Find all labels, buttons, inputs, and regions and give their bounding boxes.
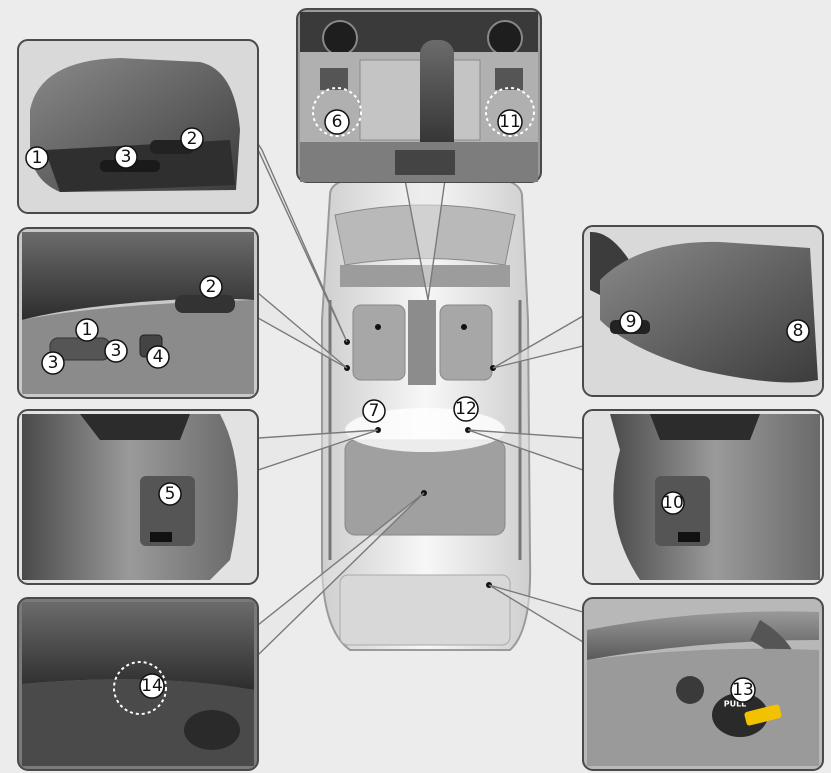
callout-badge-3	[114, 145, 138, 169]
car-front-left-seat	[352, 304, 406, 381]
callout-number-9: 9	[626, 312, 637, 332]
car-rear-bench	[344, 439, 506, 536]
callout-badge-9	[619, 310, 643, 334]
callout-badge-4	[146, 345, 170, 369]
callout-number-7: 7	[369, 401, 380, 421]
callout-ring-6	[312, 87, 362, 137]
driver-seat-angle-panel: 1 3 2	[17, 39, 259, 214]
callout-badge-1	[25, 146, 49, 170]
callout-ring-14	[113, 661, 167, 715]
right-seat-heater-switch	[495, 68, 523, 90]
callout-ring-11	[485, 87, 535, 137]
callout-number-2b: 2	[206, 277, 217, 297]
driver-seat-controls-panel: 2 1 3 3 4	[17, 227, 259, 399]
callout-badge-10	[661, 491, 685, 515]
callout-number-3: 3	[121, 147, 132, 167]
car-center-console	[408, 300, 436, 385]
callout-badge-3c	[104, 339, 128, 363]
callout-number-5: 5	[165, 484, 176, 504]
callout-badge-3b	[41, 351, 65, 375]
release-bracket	[676, 676, 704, 704]
callout-number-12: 12	[455, 399, 477, 419]
callout-number-3c: 3	[111, 341, 122, 361]
callout-badge-14	[139, 673, 165, 699]
left-seat-heater-switch	[320, 68, 348, 90]
callout-badge-2	[180, 127, 204, 151]
left-fold-handle	[150, 532, 172, 542]
callout-number-4: 4	[153, 347, 164, 367]
console-panel: 6 11	[296, 8, 542, 183]
callout-number-14: 14	[141, 676, 163, 696]
leader-lines	[247, 127, 584, 657]
right-seatback-panel: 10	[582, 409, 824, 585]
callout-badge-11	[497, 109, 523, 135]
callout-badge-8	[786, 319, 810, 343]
car-labels: 7 12	[362, 396, 479, 423]
marker-dot-front-right	[461, 324, 467, 330]
passenger-seat-panel: 9 8	[582, 225, 824, 397]
passenger-seat-cushion	[600, 241, 818, 383]
callout-number-11: 11	[499, 112, 521, 132]
right-climate-knob	[487, 20, 523, 56]
callout-number-13: 13	[732, 680, 754, 700]
rear-seat-panel: 14	[17, 597, 259, 771]
callout-badge-13	[730, 677, 756, 703]
callout-number-3b: 3	[48, 353, 59, 373]
trunk-release-panel: PULL 13	[582, 597, 824, 771]
callout-badge-2b	[199, 275, 223, 299]
right-headrest	[650, 414, 760, 440]
rear-seat-back	[22, 602, 254, 690]
rear-floor-recess	[184, 710, 240, 750]
car-trunk	[339, 574, 511, 646]
callout-badge-12	[453, 396, 479, 422]
callout-badge-1b	[75, 318, 99, 342]
gear-shifter	[420, 40, 454, 160]
release-handle-body	[712, 693, 768, 737]
left-climate-knob	[322, 20, 358, 56]
callout-number-2: 2	[187, 129, 198, 149]
car-front-right-seat	[439, 304, 493, 381]
callout-number-1b: 1	[82, 320, 93, 340]
trunk-interior	[587, 648, 819, 766]
right-fold-handle	[678, 532, 700, 542]
height-lever	[175, 295, 235, 313]
pull-handle-tag	[744, 704, 782, 726]
callout-number-10: 10	[662, 493, 684, 513]
callout-number-8: 8	[793, 321, 804, 341]
left-headrest	[80, 414, 190, 440]
callout-badge-7	[362, 399, 386, 423]
left-seatback-panel: 5	[17, 409, 259, 585]
callout-badge-6	[324, 109, 350, 135]
pull-handle-text: PULL	[724, 700, 747, 709]
callout-number-1: 1	[32, 148, 43, 168]
marker-dot-front-left	[375, 324, 381, 330]
callout-badge-5	[158, 482, 182, 506]
callout-number-6: 6	[332, 112, 343, 132]
